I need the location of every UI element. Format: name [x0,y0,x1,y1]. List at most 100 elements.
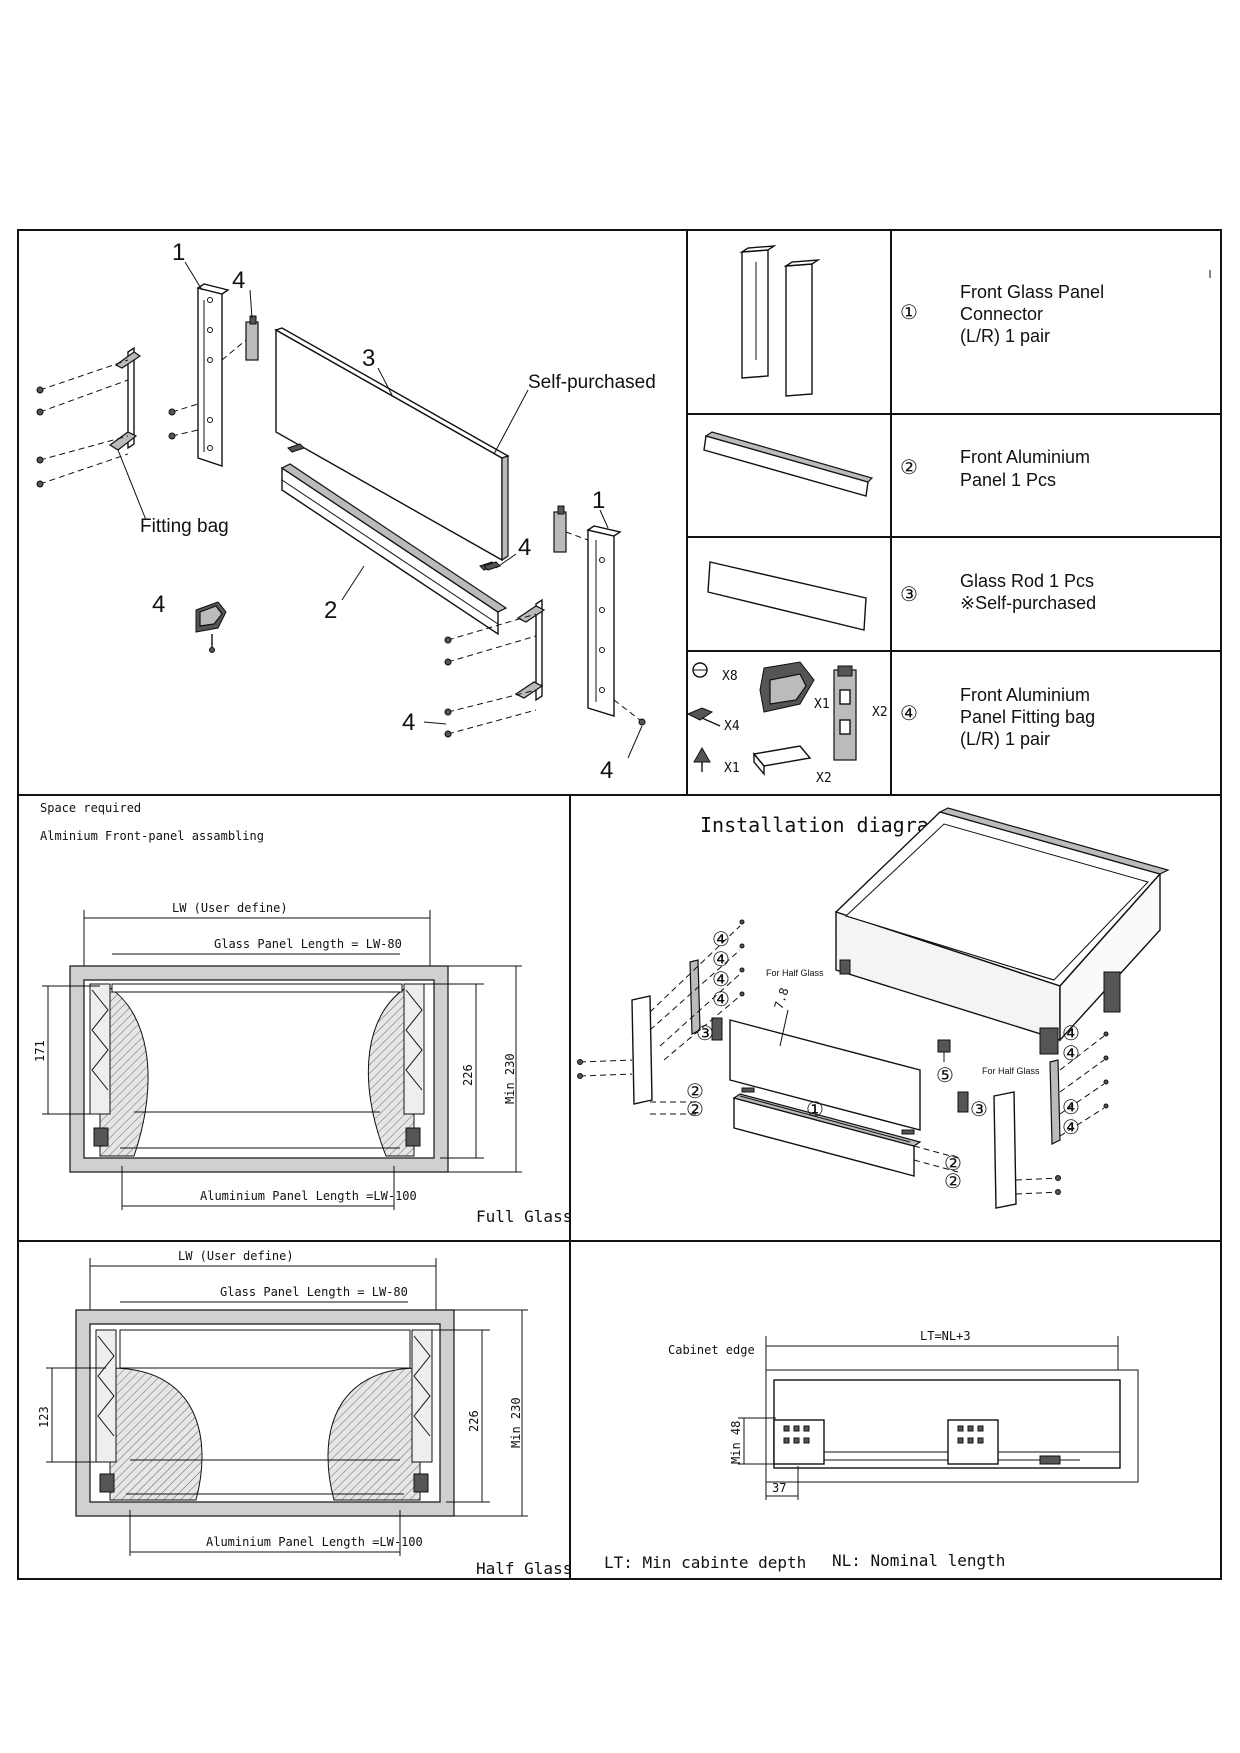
part-row-4: ④ Front Aluminium Panel Fitting bag (L/R… [900,685,1095,749]
half-glass-length-label: Glass Panel Length = LW-80 [220,1285,408,1299]
left-install-connector [577,919,745,1115]
part-row-3: ③ Glass Rod 1 Pcs ※Self-purchased [900,571,1096,613]
part-4-line-1: Front Aluminium [960,685,1090,705]
part-2-drawing [703,431,874,497]
full-lw-label: LW (User define) [172,901,288,915]
install-callout-left-1: ④ [712,927,730,951]
qty-block: X2 [816,771,832,786]
right-screws [444,561,646,738]
full-glass-caption: Full Glass [476,1207,572,1226]
callout-4-mid: 4 [518,534,531,561]
part-row-2: ② Front Aluminium Panel 1 Pcs [900,447,1090,490]
left-clip-drawing [245,315,259,361]
part-4-drawing [686,661,857,776]
install-for-half-glass-left: For Half Glass [766,968,824,978]
install-callout-center: ① [806,1097,824,1121]
install-callout-left-2: ④ [712,947,730,971]
installation-title: Installation diagram [700,813,941,837]
callout-4-bottom-left: 4 [152,591,165,618]
install-callout-five: ⑤ [936,1063,954,1087]
half-glass-caption: Half Glass [476,1559,572,1578]
aluminium-panel-drawing [280,443,508,636]
callout-2: 2 [324,597,337,624]
half-dim-min230: Min 230 [509,1397,523,1448]
left-screws [36,339,247,488]
part-1-symbol: ① [900,300,918,324]
callout-4-bottom-right: 4 [600,757,613,784]
cabinet-dim37: 37 [772,1481,786,1495]
install-callout-right-2a: ② [944,1151,962,1175]
qty-clip: X1 [814,697,830,712]
cabinet-min48: Min 48 [729,1421,743,1464]
part-2-symbol: ② [900,455,918,479]
install-glass-panel [729,1009,921,1131]
part-3-line-2: ※Self-purchased [960,593,1096,613]
cabinet-legend-lt: LT: Min cabinte depth [604,1553,806,1572]
cabinet-legend-nl: NL: Nominal length [832,1551,1005,1570]
left-connector-drawing [196,283,230,467]
part-2-line-1: Front Aluminium [960,447,1090,467]
half-dim-123: 123 [37,1406,51,1428]
right-install-connector [913,1031,1109,1209]
qty-screw-c: X1 [724,761,740,776]
callout-1-right: 1 [592,487,605,514]
part-4-line-2: Panel Fitting bag [960,707,1095,727]
part-3-line-1: Glass Rod 1 Pcs [960,571,1094,591]
install-for-half-glass-right: For Half Glass [982,1066,1040,1076]
cabinet-section: LT=NL+3 Cabinet edge Min 48 [604,1329,1139,1572]
full-glass-length-label: Glass Panel Length = LW-80 [214,937,402,951]
cabinet-slide-holes [783,1425,984,1444]
install-callout-right-1: ④ [1062,1021,1080,1045]
install-callout-left-3b: ③ [696,1021,714,1045]
install-alu-panel [732,1087,922,1177]
space-required-title: Space required [40,801,141,815]
half-dim-226: 226 [467,1410,481,1432]
install-callout-left-3: ④ [712,967,730,991]
install-callout-left-4: ④ [712,987,730,1011]
part-4-line-3: (L/R) 1 pair [960,729,1050,749]
sheet-grid [17,229,1222,1580]
qty-screw-a: X8 [722,669,738,684]
part-1-drawing [739,245,821,397]
right-connector-drawing [586,525,622,717]
self-purchased-label: Self-purchased [528,372,656,393]
half-glass-section: LW (User define) Glass Panel Length = LW… [37,1249,572,1578]
install-callout-left-2b: ② [686,1097,704,1121]
part-3-symbol: ③ [900,582,918,606]
right-fitting-brackets [514,598,546,702]
half-lw-label: LW (User define) [178,1249,294,1263]
qty-screw-b: X4 [724,719,740,734]
qty-bracket: X2 [872,705,888,720]
install-callout-right-3b: ③ [970,1097,988,1121]
glass-panel-drawing [274,327,510,562]
part-row-1: ① Front Glass Panel Connector (L/R) 1 pa… [900,282,1104,346]
full-glass-section: Space required Alminium Front-panel assa… [33,801,572,1226]
fitting-bag-label: Fitting bag [140,516,229,537]
left-fitting-brackets [108,346,142,451]
part-2-line-2: Panel 1 Pcs [960,470,1056,490]
full-alu-length-label: Aluminium Panel Length =LW-100 [200,1189,417,1203]
install-callout-right-3: ④ [1062,1095,1080,1119]
exploded-view: 1 4 3 Self-purchased 1 4 Fitting bag 4 2… [36,239,656,784]
space-required-subtitle: Alminium Front-panel assambling [40,829,264,843]
install-callout-right-2: ④ [1062,1041,1080,1065]
install-callout-left-2a: ② [686,1079,704,1103]
leader-lines [117,261,643,759]
full-dim-171: 171 [33,1040,47,1062]
drawer-box-drawing [834,807,1170,1055]
fitting-bag-quantities: X8 X4 X1 X1 X2 X2 [722,669,888,786]
callout-4-top: 4 [232,267,245,294]
full-dim-min230: Min 230 [503,1053,517,1104]
right-clip-drawing [553,505,589,553]
part-3-drawing [707,561,867,631]
full-dim-226: 226 [461,1064,475,1086]
cabinet-edge-label: Cabinet edge [668,1343,755,1357]
install-dim-78: 7.8 [772,986,792,1011]
callout-4-lower: 4 [402,709,415,736]
installation-diagram: Installation diagram [577,807,1170,1209]
part-1-line-2: Connector [960,304,1043,324]
part-1-line-3: (L/R) 1 pair [960,326,1050,346]
callout-1-left: 1 [172,239,185,266]
part-4-symbol: ④ [900,701,918,725]
